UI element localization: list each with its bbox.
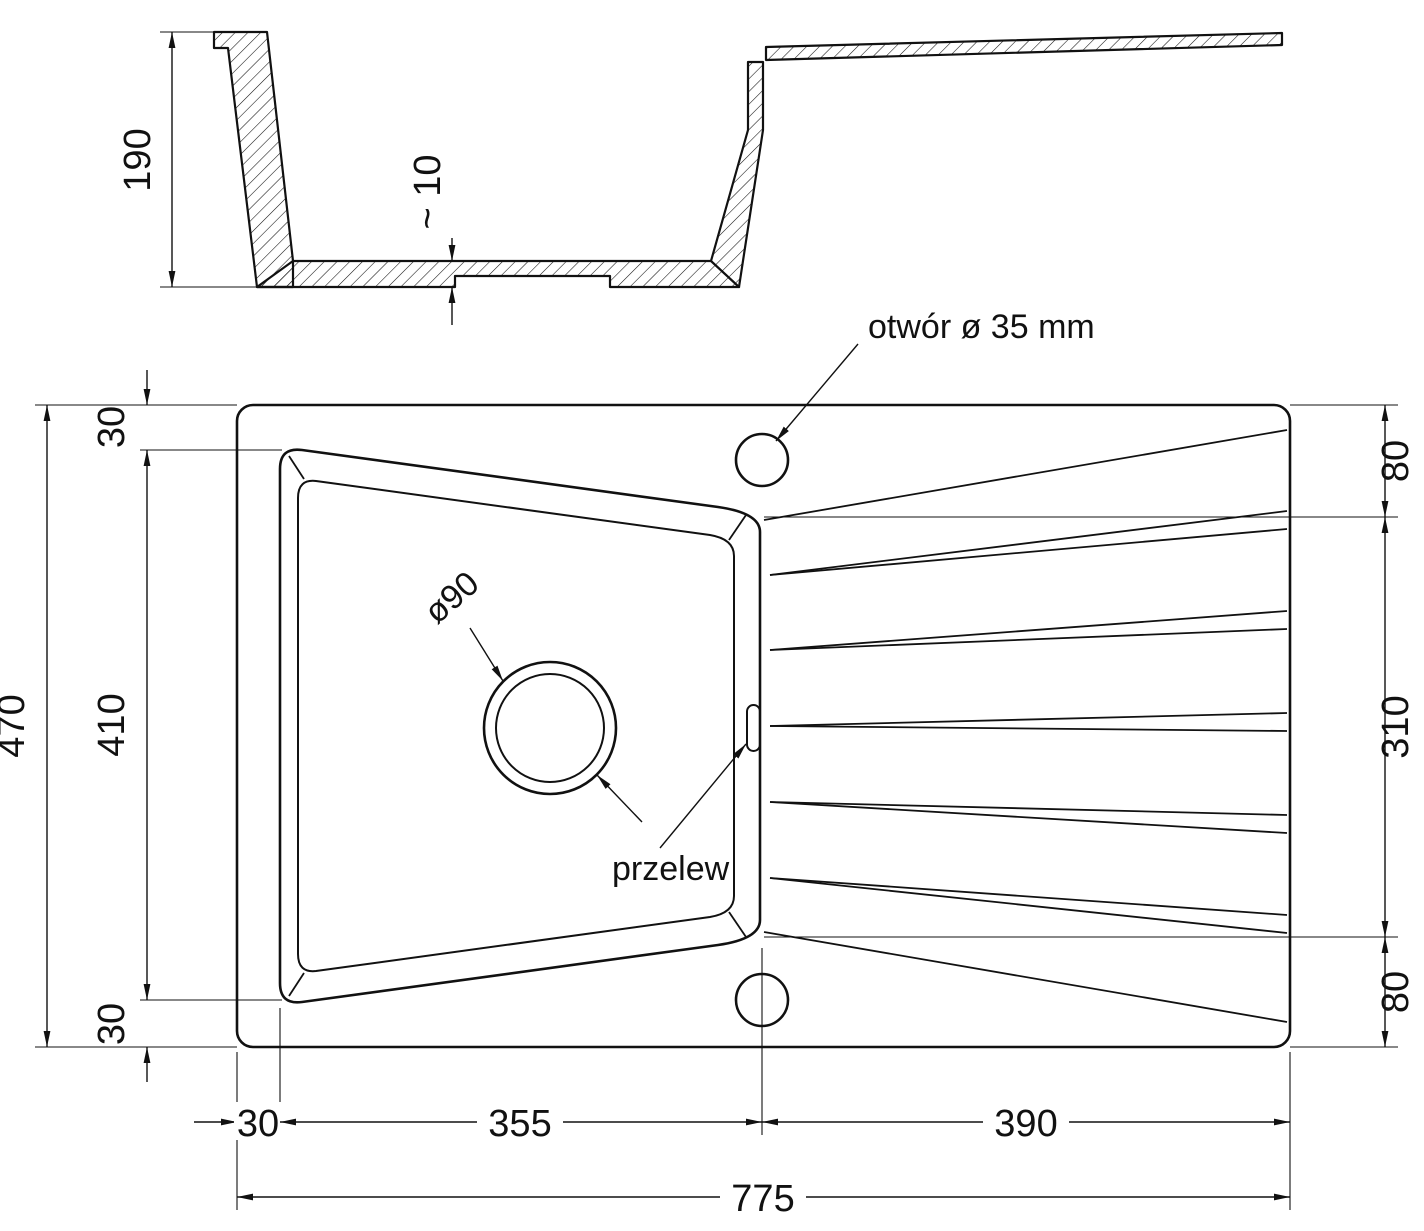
dim-total-height-label: 470 (0, 694, 33, 757)
faucet-hole-callout: otwór ø 35 mm (775, 308, 1095, 442)
dim-bowl-height-label: 410 (91, 693, 133, 756)
section-right-wall (709, 60, 765, 289)
drainer-grooves (763, 429, 1288, 1023)
plan-view: otwór ø 35 mm ø90 przelew (235, 308, 1292, 1049)
dims-left: 470 410 30 30 (0, 370, 282, 1082)
drain-diameter-label: ø90 (417, 564, 486, 631)
section-left-wall (212, 30, 295, 289)
overflow-callout: przelew (612, 743, 747, 888)
drain-diameter-callout: ø90 (417, 564, 643, 823)
dim-text-mask (477, 1102, 563, 1140)
drain-inner-circle (495, 673, 605, 783)
section-depth-label: 190 (117, 128, 159, 191)
dim-left-margin-label: 30 (237, 1103, 279, 1145)
section-view: 190 ~ 10 (117, 30, 1284, 325)
dim-bowl-width-label: 355 (488, 1103, 551, 1145)
section-dim-depth: 190 (117, 31, 258, 288)
overflow-label: przelew (612, 850, 730, 888)
section-floor (255, 259, 741, 289)
bowl-corner-ticks (288, 455, 747, 997)
sink-outer-body (235, 403, 1292, 1049)
drain-outer-circle (482, 660, 618, 796)
dim-right-top-label: 80 (1375, 440, 1417, 482)
dim-right-middle-label: 310 (1375, 695, 1417, 758)
dim-top-margin-label: 30 (91, 406, 133, 448)
dim-text-mask (720, 1177, 806, 1215)
section-drainer-board (764, 31, 1284, 62)
section-bottom-thickness-label: ~ 10 (407, 154, 449, 229)
dim-total-width-label: 775 (731, 1178, 794, 1220)
dim-drainer-width-label: 390 (994, 1103, 1057, 1145)
overflow-slot (746, 704, 761, 752)
dim-bottom-margin-label: 30 (91, 1003, 133, 1045)
bowl-outer-rim (278, 448, 762, 1004)
dim-text-mask (983, 1102, 1069, 1140)
section-dim-bottom-thickness: ~ 10 (407, 154, 456, 325)
dim-text-mask (234, 1102, 284, 1140)
bowl-inner-bottom (297, 479, 735, 973)
dim-right-bottom-label: 80 (1375, 971, 1417, 1013)
dims-bottom: 30 355 390 775 (194, 948, 1291, 1220)
faucet-hole-label: otwór ø 35 mm (868, 308, 1095, 346)
faucet-hole-top-circle (734, 432, 790, 488)
dims-right: 80 310 80 (764, 404, 1417, 1048)
